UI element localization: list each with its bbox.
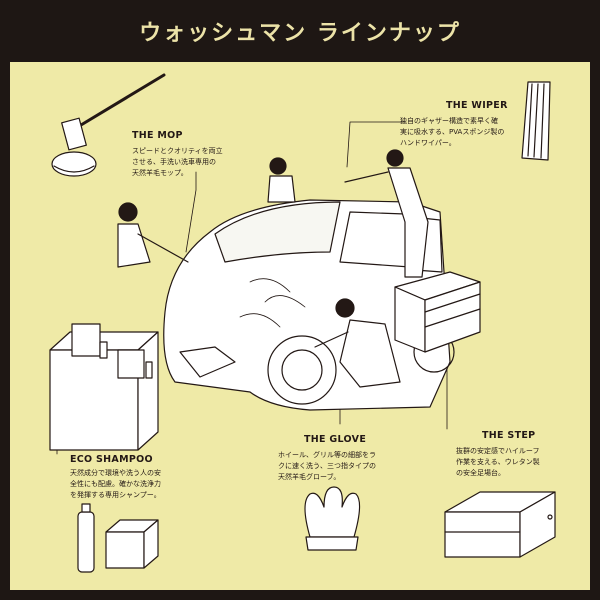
mop-product — [51, 73, 166, 177]
glove-description: ホイール、グリル等の細部をラ クに速く洗う、三つ指タイプの 天然羊毛グローブ。 — [278, 451, 376, 481]
step-platform — [394, 271, 481, 353]
shampoo-display — [49, 323, 159, 451]
illustration-panel: THE MOP スピードとクオリティを両立 させる、手洗い洗車専用の 天然羊毛モ… — [10, 62, 590, 590]
wiper-product — [521, 81, 551, 161]
step-description: 抜群の安定感でハイルーフ 作業を支える、ウレタン製 の安全足場台。 — [456, 447, 540, 477]
glove-name: THE GLOVE — [304, 434, 367, 445]
mop-description: スピードとクオリティを両立 させる、手洗い洗車専用の 天然羊毛モップ。 — [132, 147, 223, 177]
glove-product — [304, 486, 361, 551]
step-name: THE STEP — [482, 430, 536, 441]
mop-name: THE MOP — [132, 130, 183, 141]
eco-shampoo-description: 天然成分で環境や洗う人の安 全性にも配慮。確かな洗浄力 を発揮する専用シャンプー… — [70, 469, 161, 499]
car-wash-illustration — [49, 73, 556, 573]
eco-shampoo-name: ECO SHAMPOO — [70, 454, 153, 465]
shampoo-bottle-product — [77, 503, 159, 573]
page-title: ウォッシュマン ラインナップ — [139, 21, 461, 46]
step-product — [444, 491, 556, 558]
wiper-description: 独自のギャザー構造で素早く確 実に吸水する、PVAスポンジ製の ハンドワイパー。 — [400, 117, 505, 147]
wiper-name: THE WIPER — [446, 100, 508, 111]
workers — [117, 149, 429, 388]
